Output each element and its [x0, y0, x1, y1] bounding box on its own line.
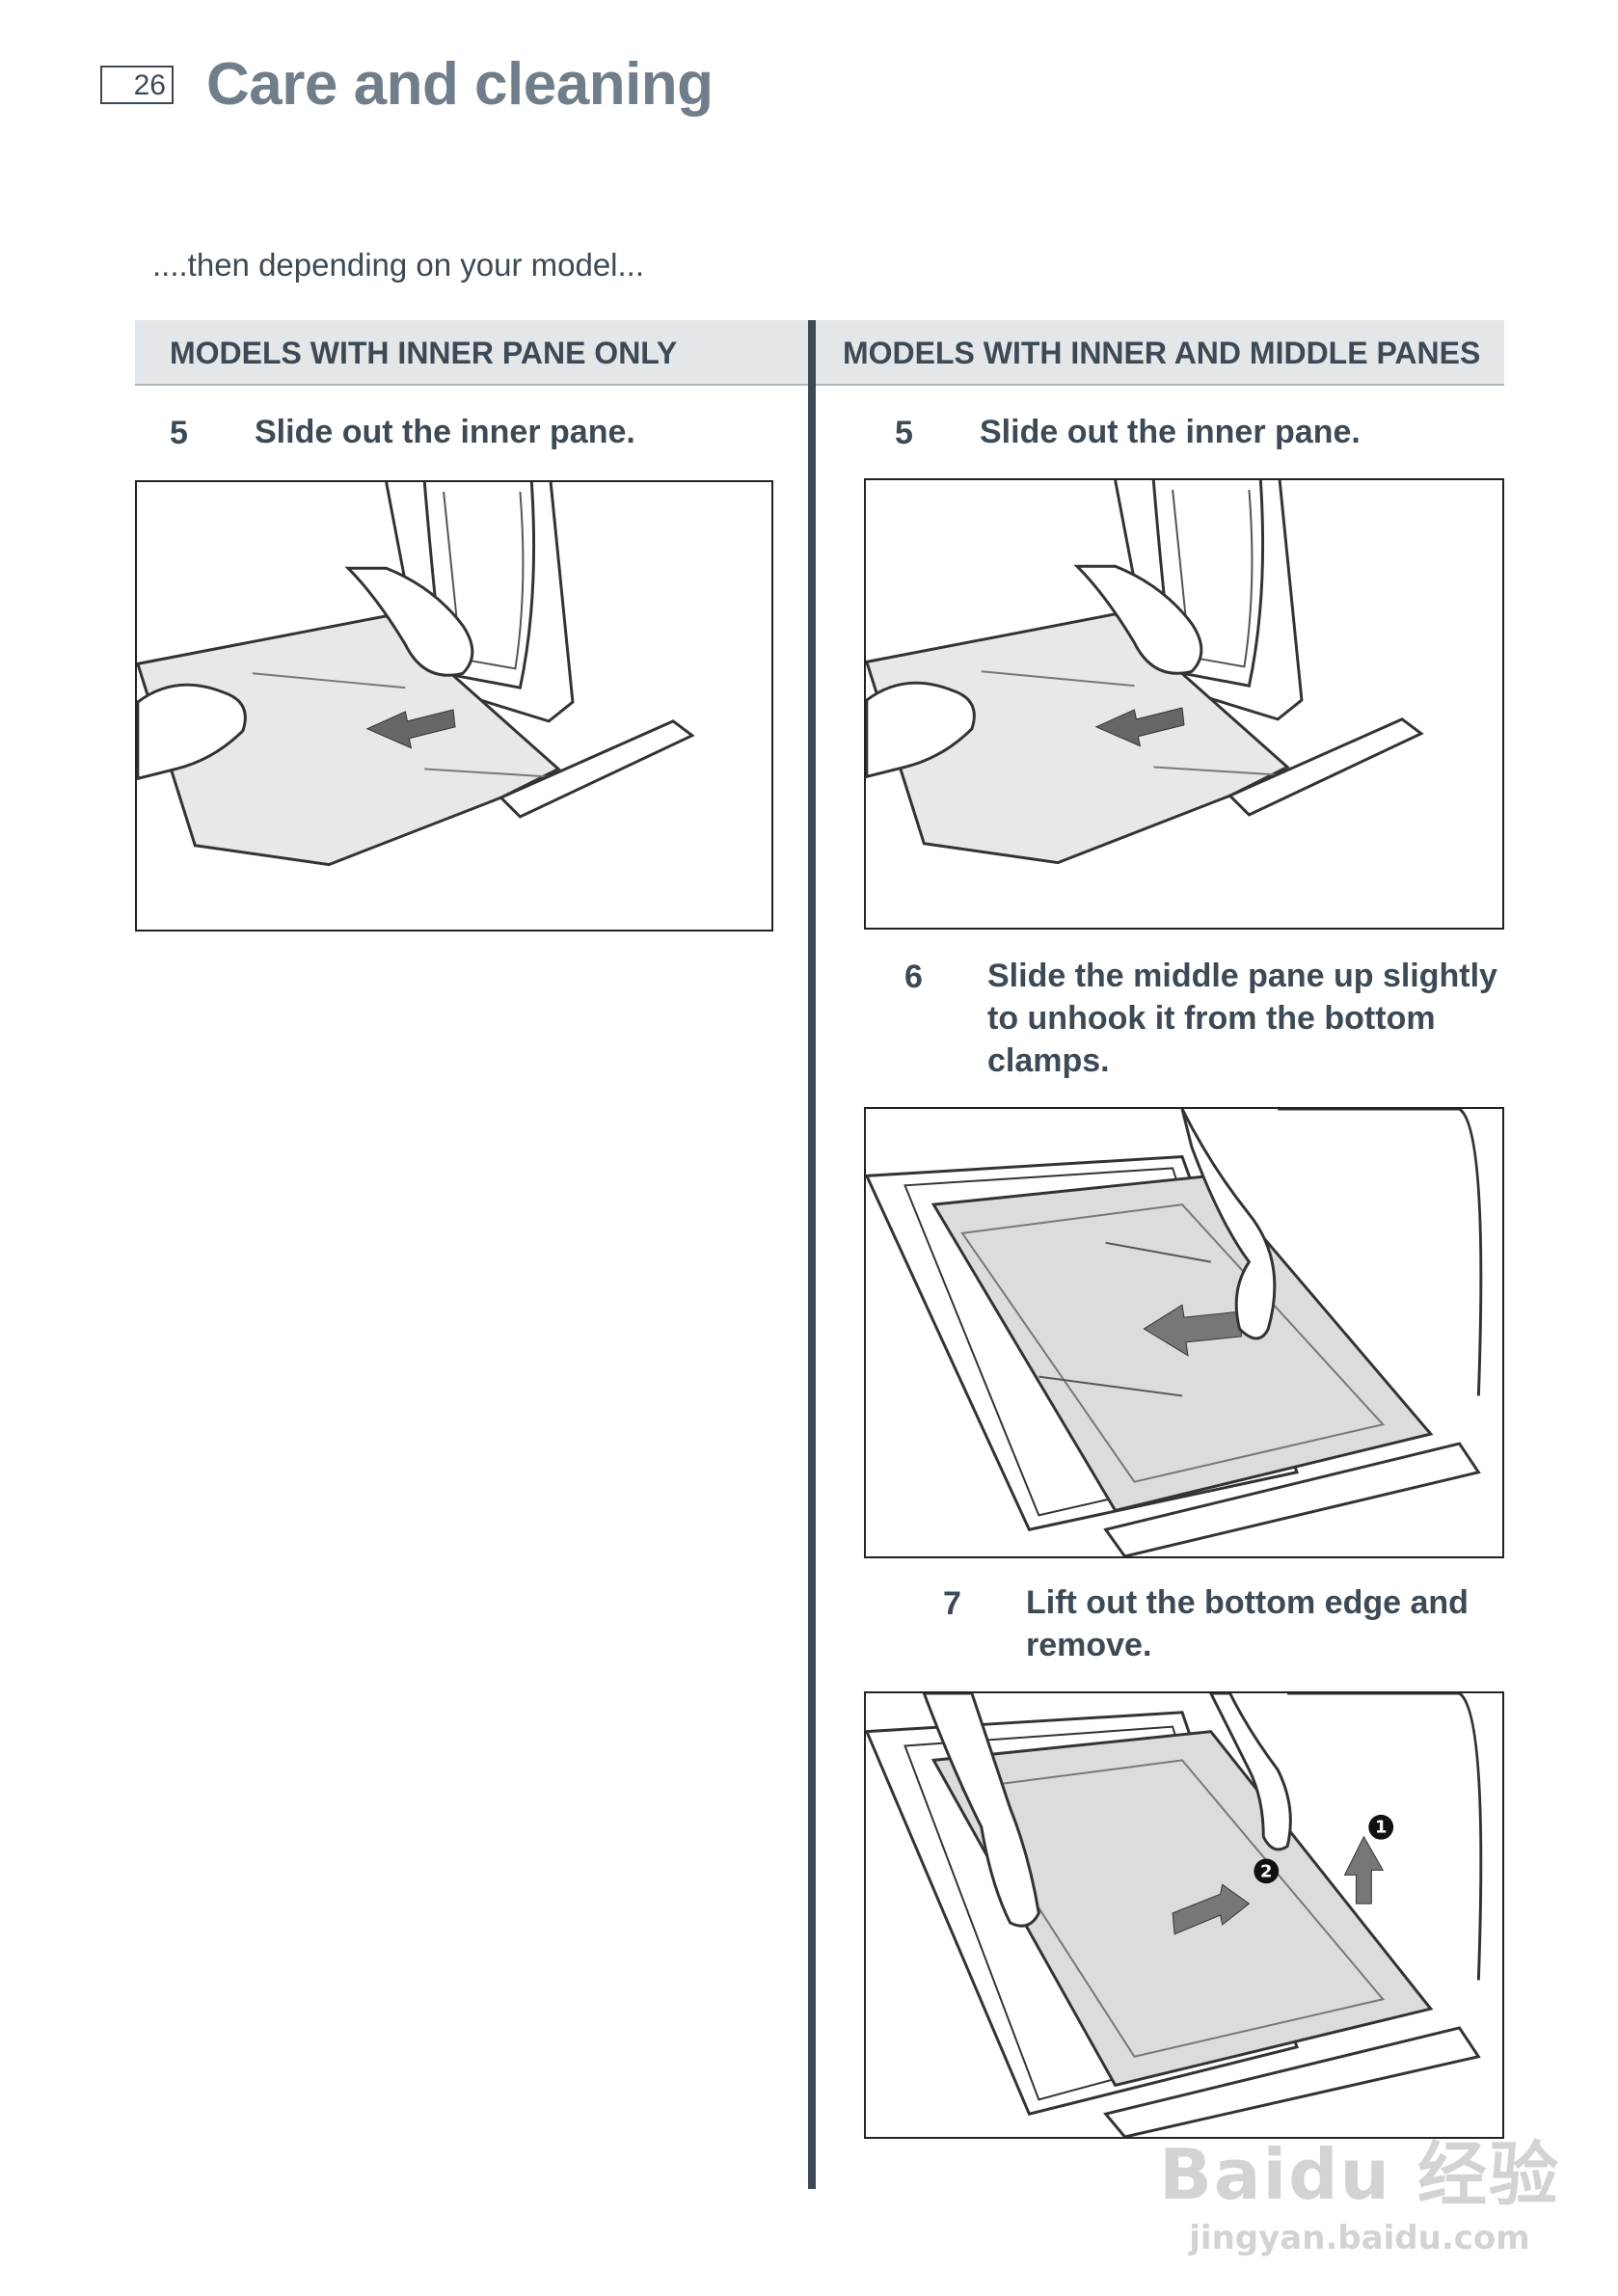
right-step-6-text: Slide the middle pane up slightly to unh… [987, 955, 1497, 1082]
inner-pane-illustration [137, 482, 695, 867]
right-column-header: MODELS WITH INNER AND MIDDLE PANES [816, 320, 1504, 386]
lift-out-illustration: 2 1 [866, 1693, 1483, 2137]
right-step-5-text: Slide out the inner pane. [980, 414, 1361, 450]
page-number: 26 [100, 66, 174, 104]
left-figure-inner-pane [135, 480, 773, 932]
step-7-line-1: Lift out the bottom edge and [1026, 1584, 1469, 1621]
column-divider [808, 320, 816, 2189]
left-column-header: MODELS WITH INNER PANE ONLY [135, 320, 808, 386]
watermark: Baidu 经验 jingyan.baidu.com [1159, 2118, 1560, 2257]
step-7-line-2: remove. [1026, 1627, 1152, 1663]
inner-pane-illustration-right [866, 480, 1424, 865]
left-step-5-number: 5 [170, 415, 188, 451]
right-figure-middle-pane-slide [864, 1107, 1504, 1558]
watermark-url: jingyan.baidu.com [1189, 2219, 1530, 2257]
marker-2: 2 [1260, 1861, 1272, 1881]
right-step-5-number: 5 [895, 415, 913, 451]
step-6-line-3: clamps. [987, 1042, 1110, 1079]
step-6-line-2: to unhook it from the bottom [987, 1000, 1436, 1037]
left-step-5-text: Slide out the inner pane. [255, 414, 635, 450]
page-title: Care and cleaning [206, 51, 714, 118]
right-figure-inner-pane [864, 478, 1504, 930]
marker-1: 1 [1375, 1818, 1387, 1838]
step-6-line-1: Slide the middle pane up slightly [987, 958, 1497, 994]
right-step-6-number: 6 [904, 959, 923, 995]
right-step-7-text: Lift out the bottom edge and remove. [1026, 1581, 1469, 1666]
middle-pane-illustration [866, 1109, 1483, 1556]
watermark-main: Baidu 经验 [1158, 2134, 1560, 2215]
intro-text: ....then depending on your model... [152, 247, 645, 283]
right-step-7-number: 7 [943, 1585, 961, 1622]
right-figure-lift-out: 2 1 [864, 1691, 1504, 2139]
